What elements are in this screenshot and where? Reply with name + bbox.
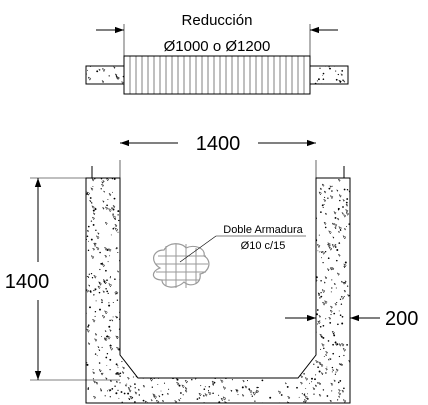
width-dimension (119, 139, 317, 178)
height-dimension-label: 1400 (5, 271, 50, 293)
reduction-outline (85, 55, 349, 95)
box-section (85, 177, 351, 404)
box-concrete-texture (86, 178, 350, 403)
reinforcement-label-line2: Ø10 c/15 (241, 240, 286, 252)
width-dimension-label: 1400 (196, 133, 241, 155)
reduction-piece (85, 24, 349, 95)
reinforcement-leader (179, 235, 217, 263)
box-outline (85, 177, 351, 404)
reduction-ring (123, 55, 311, 95)
reinforcement-label-line1: Doble Armadura (223, 224, 303, 236)
reduction-diameters: Ø1000 o Ø1200 (164, 38, 271, 55)
reinforcement-mesh-symbol (152, 243, 210, 288)
height-dimension (30, 177, 120, 381)
reduction-ring-hatch (129, 56, 305, 94)
reduction-title: Reducción (182, 12, 253, 29)
wall-thickness-label: 200 (385, 308, 418, 330)
